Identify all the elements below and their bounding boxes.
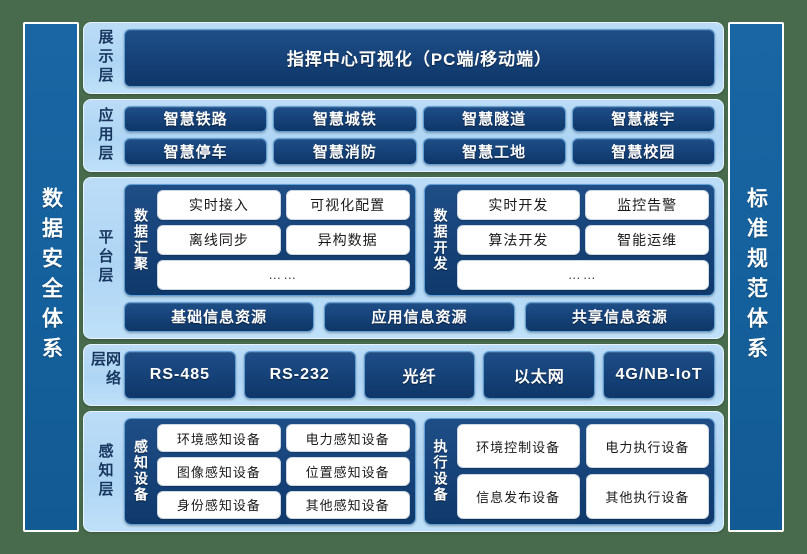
- network-grid: RS-485 RS-232 光纤 以太网 4G/NB-IoT: [124, 350, 715, 399]
- app-item-smart-construction-site[interactable]: 智慧工地: [422, 138, 566, 166]
- app-item-smart-building[interactable]: 智慧楼宇: [571, 105, 715, 133]
- network-item-rs232[interactable]: RS-232: [243, 350, 356, 399]
- platform-item-realtime-dev[interactable]: 实时开发: [456, 190, 581, 220]
- group-sensing-devices-grid: 环境感知设备 电力感知设备 图像感知设备 位置感知设备 身份感知设备 其他感知设…: [157, 423, 410, 519]
- sensing-item-identity[interactable]: 身份感知设备: [157, 490, 281, 519]
- group-sensing-devices: 感知设备 环境感知设备 电力感知设备 图像感知设备 位置感知设备 身份感知设备 …: [124, 417, 416, 525]
- app-item-smart-railway[interactable]: 智慧铁路: [124, 105, 268, 133]
- group-actuator-devices-grid: 环境控制设备 电力执行设备 信息发布设备 其他执行设备: [456, 423, 709, 519]
- network-item-4g-nbiot[interactable]: 4G/NB-IoT: [603, 350, 715, 399]
- platform-item-algorithm-dev[interactable]: 算法开发: [456, 224, 581, 255]
- resource-application-info[interactable]: 应用信息资源: [324, 301, 515, 332]
- layer-platform-label: 平台层: [96, 229, 114, 287]
- actuator-item-power-execution[interactable]: 电力执行设备: [585, 423, 709, 469]
- application-grid: 智慧铁路 智慧城铁 智慧隧道 智慧楼宇 智慧停车 智慧消防 智慧工地 智慧校园: [124, 105, 715, 166]
- platform-resource-row: 基础信息资源 应用信息资源 共享信息资源: [124, 301, 715, 332]
- actuator-item-other[interactable]: 其他执行设备: [585, 474, 709, 519]
- network-item-ethernet[interactable]: 以太网: [483, 350, 596, 399]
- display-command-center[interactable]: 指挥中心可视化（PC端/移动端）: [124, 29, 715, 87]
- group-data-development: 数据开发 实时开发 监控告警 算法开发 智能运维 ……: [423, 184, 715, 296]
- layer-stack: 展示层 指挥中心可视化（PC端/移动端） 应用层 智慧铁路 智慧城铁 智慧隧道 …: [83, 22, 724, 532]
- layer-display-label: 展示层: [96, 29, 114, 87]
- group-data-aggregation-grid: 实时接入 可视化配置 离线同步 异构数据 ……: [157, 190, 410, 290]
- pillar-right-label: 标准规范体系: [744, 187, 768, 367]
- resource-basic-info[interactable]: 基础信息资源: [124, 301, 315, 332]
- group-actuator-devices: 执行设备 环境控制设备 电力执行设备 信息发布设备 其他执行设备: [423, 417, 715, 525]
- group-sensing-devices-label: 感知设备: [133, 439, 149, 504]
- sensing-groups: 感知设备 环境感知设备 电力感知设备 图像感知设备 位置感知设备 身份感知设备 …: [124, 417, 715, 525]
- sensing-item-power[interactable]: 电力感知设备: [285, 423, 410, 453]
- actuator-item-environment-control[interactable]: 环境控制设备: [456, 423, 580, 469]
- layer-application-label: 应用层: [96, 106, 114, 164]
- platform-item-aggregation-more[interactable]: ……: [157, 259, 410, 290]
- layer-network-label: 网络层: [89, 350, 121, 389]
- layer-network: 网络层 RS-485 RS-232 光纤 以太网 4G/NB-IoT: [83, 343, 724, 406]
- layer-sensing-label: 感知层: [96, 442, 114, 500]
- app-item-smart-tunnel[interactable]: 智慧隧道: [422, 105, 566, 133]
- platform-groups: 数据汇聚 实时接入 可视化配置 离线同步 异构数据 …… 数据开发: [124, 184, 715, 296]
- group-data-development-label: 数据开发: [432, 207, 449, 272]
- group-actuator-devices-label: 执行设备: [432, 439, 449, 504]
- sensing-item-other[interactable]: 其他感知设备: [285, 490, 410, 519]
- layer-network-body: RS-485 RS-232 光纤 以太网 4G/NB-IoT: [120, 350, 715, 399]
- resource-shared-info[interactable]: 共享信息资源: [524, 301, 715, 332]
- platform-item-heterogeneous-data[interactable]: 异构数据: [285, 224, 410, 255]
- app-item-smart-urban-rail[interactable]: 智慧城铁: [273, 105, 417, 133]
- layer-sensing-body: 感知设备 环境感知设备 电力感知设备 图像感知设备 位置感知设备 身份感知设备 …: [124, 417, 715, 525]
- platform-item-intelligent-ops[interactable]: 智能运维: [585, 224, 709, 255]
- platform-item-realtime-ingest[interactable]: 实时接入: [157, 190, 281, 220]
- group-data-aggregation: 数据汇聚 实时接入 可视化配置 离线同步 异构数据 ……: [124, 184, 416, 296]
- sensing-item-environment[interactable]: 环境感知设备: [157, 423, 281, 453]
- pillar-standards: 标准规范体系: [728, 22, 784, 532]
- app-item-smart-campus[interactable]: 智慧校园: [571, 138, 715, 166]
- group-data-aggregation-label: 数据汇聚: [133, 207, 149, 272]
- actuator-item-info-publish[interactable]: 信息发布设备: [456, 474, 580, 519]
- app-item-smart-parking[interactable]: 智慧停车: [124, 138, 268, 166]
- network-item-fiber[interactable]: 光纤: [363, 350, 476, 399]
- platform-item-visual-config[interactable]: 可视化配置: [285, 190, 410, 220]
- network-item-rs485[interactable]: RS-485: [124, 350, 236, 399]
- app-item-smart-firefighting[interactable]: 智慧消防: [273, 138, 417, 166]
- layer-platform-body: 数据汇聚 实时接入 可视化配置 离线同步 异构数据 …… 数据开发: [124, 184, 715, 332]
- pillar-left-label: 数据安全体系: [39, 187, 63, 367]
- sensing-item-location[interactable]: 位置感知设备: [285, 457, 410, 486]
- platform-item-monitor-alarm[interactable]: 监控告警: [585, 190, 709, 220]
- layer-display-body: 指挥中心可视化（PC端/移动端）: [120, 29, 715, 87]
- layer-platform: 平台层 数据汇聚 实时接入 可视化配置 离线同步 异构数据 ……: [83, 177, 724, 339]
- layer-application: 应用层 智慧铁路 智慧城铁 智慧隧道 智慧楼宇 智慧停车 智慧消防 智慧工地 智…: [83, 98, 724, 173]
- layer-sensing: 感知层 感知设备 环境感知设备 电力感知设备 图像感知设备 位置感知设备 身份感…: [83, 410, 724, 532]
- group-data-development-grid: 实时开发 监控告警 算法开发 智能运维 ……: [456, 190, 709, 290]
- platform-item-development-more[interactable]: ……: [456, 259, 709, 290]
- layer-display: 展示层 指挥中心可视化（PC端/移动端）: [83, 22, 724, 94]
- platform-item-offline-sync[interactable]: 离线同步: [157, 224, 281, 255]
- pillar-data-security: 数据安全体系: [23, 22, 79, 532]
- sensing-item-image[interactable]: 图像感知设备: [157, 457, 281, 486]
- layer-application-body: 智慧铁路 智慧城铁 智慧隧道 智慧楼宇 智慧停车 智慧消防 智慧工地 智慧校园: [120, 105, 715, 166]
